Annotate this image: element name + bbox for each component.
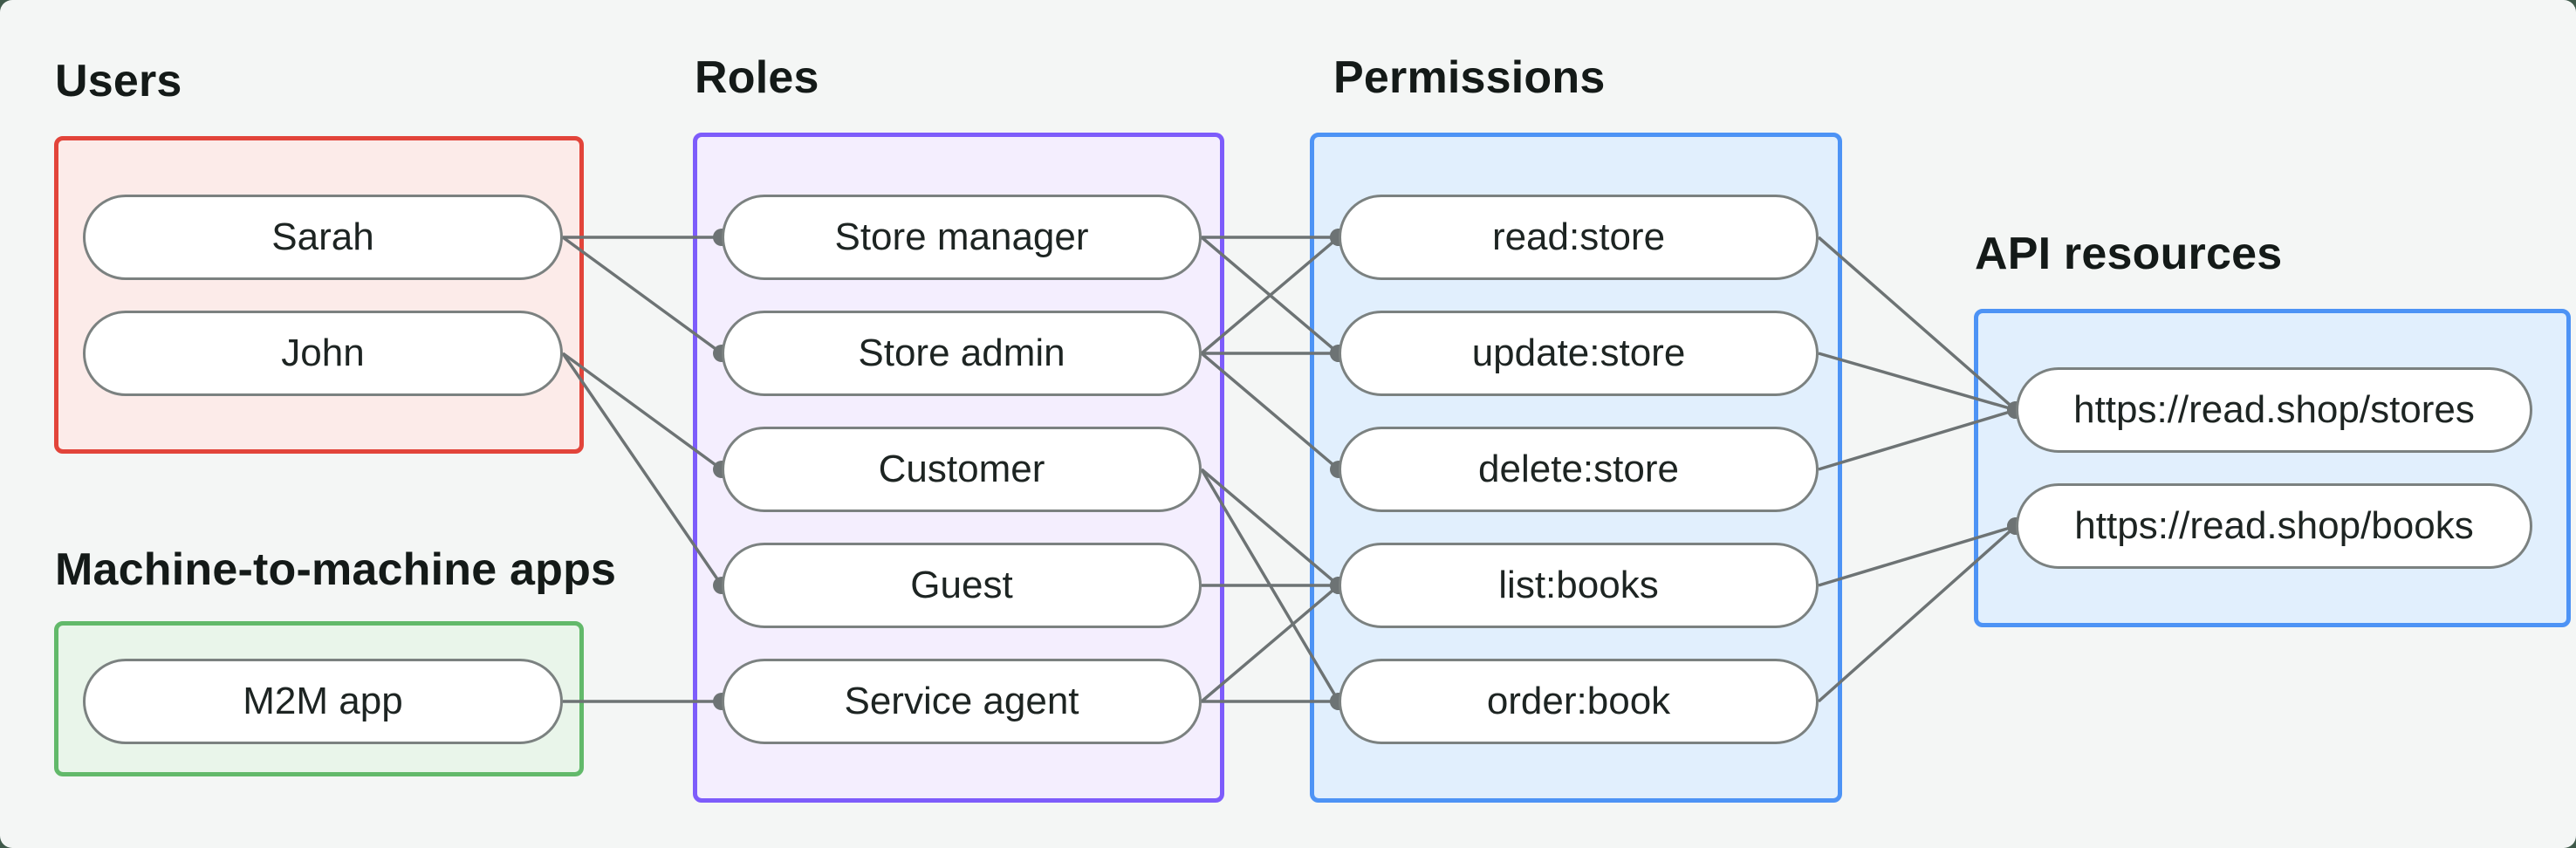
group-box-api [1974,309,2571,627]
node-label-books_api: https://read.shop/books [2074,504,2474,547]
node-order_book: order:book [1339,659,1819,744]
node-store_admin: Store admin [722,311,1202,396]
node-label-sarah: Sarah [271,215,374,258]
group-title-roles: Roles [695,52,819,103]
group-title-permissions: Permissions [1333,52,1606,103]
node-label-delete_store: delete:store [1478,448,1679,490]
group-title-users: Users [55,56,182,106]
node-label-list_books: list:books [1498,564,1659,606]
node-customer: Customer [722,427,1202,512]
node-label-update_store: update:store [1471,332,1686,374]
node-label-store_admin: Store admin [858,332,1065,374]
group-title-api: API resources [1975,229,2283,279]
node-label-customer: Customer [878,448,1045,490]
node-sarah: Sarah [83,195,563,280]
node-store_manager: Store manager [722,195,1202,280]
node-list_books: list:books [1339,543,1819,628]
group-title-m2m: Machine-to-machine apps [55,544,617,595]
node-label-m2m_app: M2M app [243,680,403,722]
node-update_store: update:store [1339,311,1819,396]
node-label-john: John [281,332,365,374]
node-m2m_app: M2M app [83,659,563,744]
node-stores_api: https://read.shop/stores [2016,367,2532,453]
node-label-store_manager: Store manager [834,215,1089,258]
node-books_api: https://read.shop/books [2016,483,2532,569]
node-john: John [83,311,563,396]
node-label-read_store: read:store [1491,215,1666,258]
node-guest: Guest [722,543,1202,628]
node-label-guest: Guest [910,564,1013,606]
node-label-stores_api: https://read.shop/stores [2073,388,2475,431]
node-label-order_book: order:book [1486,680,1671,722]
node-delete_store: delete:store [1339,427,1819,512]
group-box-users [54,136,584,454]
node-service_agent: Service agent [722,659,1202,744]
node-label-service_agent: Service agent [844,680,1079,722]
node-read_store: read:store [1339,195,1819,280]
